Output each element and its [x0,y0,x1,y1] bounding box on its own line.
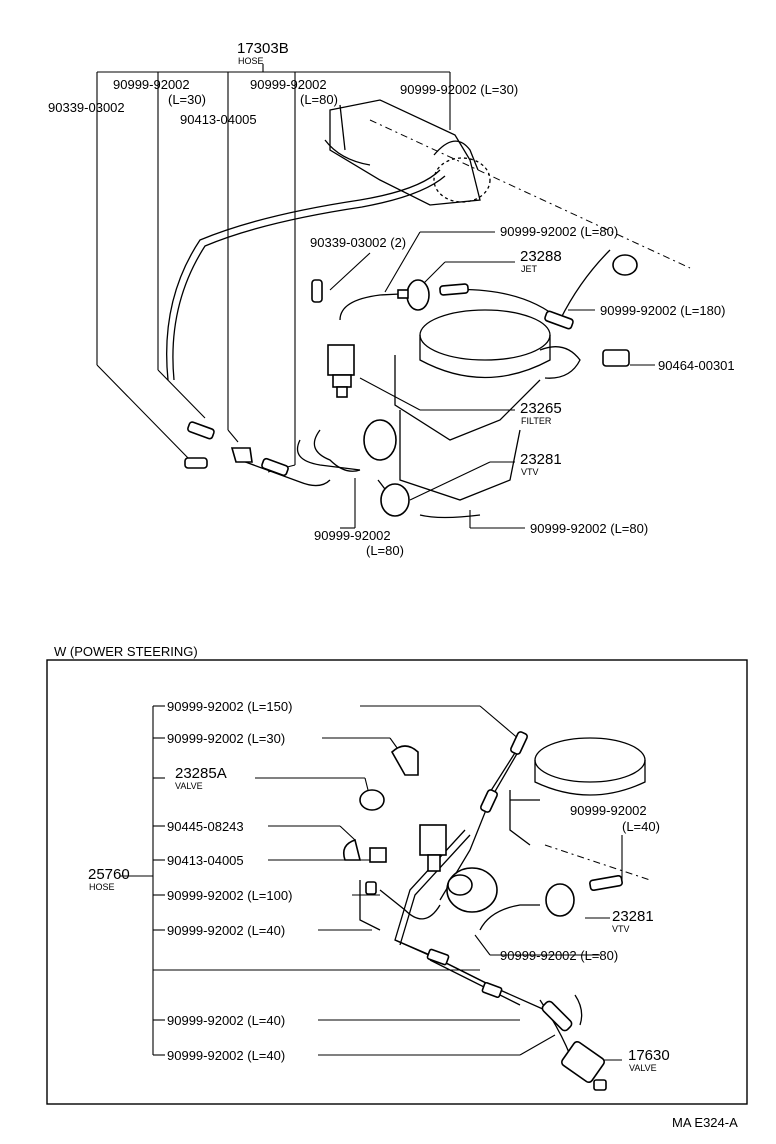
engine-components-bottom [359,737,651,1056]
power-steering-frame [46,659,748,1105]
top-labels: 17303B HOSE 90999-92002 (L=30) 90999-920… [48,40,735,558]
label-jet: 23288 [520,248,562,265]
label-r4: 90445-08243 [167,819,244,834]
label-a2: (L=30) [168,92,206,107]
label-f: 90339-03002 (2) [310,235,406,250]
label-r9: 90999-92002 (L=40) [167,1048,285,1063]
label-c: 90999-92002 (L=30) [400,82,518,97]
label-b: 90999-92002 [250,77,327,92]
label-17303b-sub: HOSE [238,56,264,66]
label-valve-a-sub: VALVE [175,781,203,791]
label-hose-set-sub: HOSE [89,882,115,892]
label-right-a2: (L=40) [622,819,660,834]
label-valve-a: 23285A [175,765,227,782]
label-r6: 90999-92002 (L=100) [167,888,292,903]
label-17303b: 17303B [237,40,289,57]
label-right-a: 90999-92002 [570,803,647,818]
label-a: 90999-92002 [113,77,190,92]
label-r7: 90999-92002 (L=40) [167,923,285,938]
label-r2: 90999-92002 (L=30) [167,731,285,746]
parts-bottom [342,731,623,1091]
label-vtv-top-sub: VTV [521,467,539,477]
label-jet-sub: JET [521,264,538,274]
bottom-leader-lines [120,705,623,1061]
label-valve-b-sub: VALVE [629,1063,657,1073]
figure-code: MA E324-A [672,1115,738,1130]
label-filter: 23265 [520,400,562,417]
label-j2: (L=80) [366,543,404,558]
label-r1: 90999-92002 (L=150) [167,699,292,714]
label-filter-sub: FILTER [521,416,552,426]
label-valve-b: 17630 [628,1047,670,1064]
bottom-labels: 90999-92002 (L=150) 90999-92002 (L=30) 2… [88,699,670,1073]
label-d: 90339-03002 [48,100,125,115]
parts-top [184,254,638,517]
label-g: 90999-92002 (L=80) [500,224,618,239]
label-right-b: 90999-92002 (L=80) [500,948,618,963]
label-vtv-top: 23281 [520,451,562,468]
label-j: 90999-92002 [314,528,391,543]
label-b2: (L=80) [300,92,338,107]
label-vtv-bottom-sub: VTV [612,924,630,934]
label-h: 90999-92002 (L=180) [600,303,725,318]
top-leader-lines [96,64,655,529]
label-r5: 90413-04005 [167,853,244,868]
label-vtv-bottom: 23281 [612,908,654,925]
label-i: 90464-00301 [658,358,735,373]
label-hose-set: 25760 [88,866,130,883]
section-title-power-steering: W (POWER STEERING) [54,644,198,659]
label-e: 90413-04005 [180,112,257,127]
label-k: 90999-92002 (L=80) [530,521,648,536]
label-r8: 90999-92002 (L=40) [167,1013,285,1028]
